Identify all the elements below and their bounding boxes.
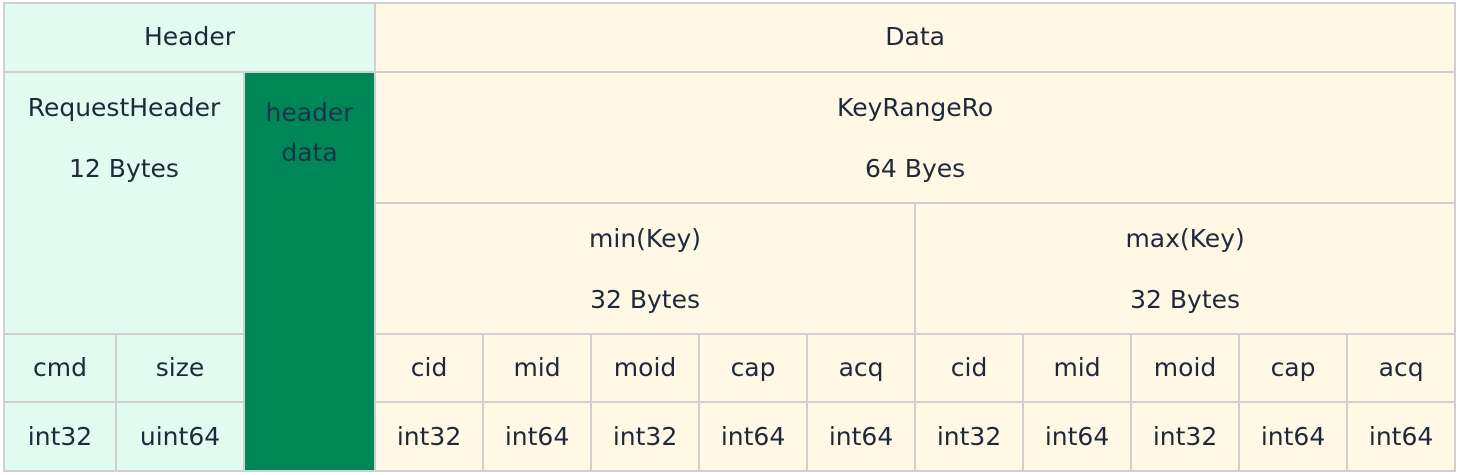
struct-row: RequestHeader 12 Bytes header data KeyRa… (3, 70, 1457, 473)
field-name: acq (806, 332, 917, 404)
field-type: int32 (374, 401, 485, 472)
key-range-size: 64 Byes (865, 153, 966, 183)
field-type: int32 (590, 401, 701, 472)
field-type: int64 (1346, 401, 1457, 472)
max-key-name: max(Key) (1125, 223, 1245, 253)
field-type: int64 (806, 401, 917, 472)
field-name: acq (1346, 332, 1457, 404)
max-key-size: 32 Bytes (1130, 284, 1241, 314)
min-key-size: 32 Bytes (590, 284, 700, 314)
request-header-cell: RequestHeader 12 Bytes (3, 70, 245, 335)
field-type: int32 (3, 401, 117, 472)
field-name: mid (482, 332, 593, 404)
max-key-cell: max(Key) 32 Bytes (914, 201, 1457, 335)
field-name: mid (1022, 332, 1133, 404)
key-range-cell: KeyRangeRo 64 Byes (374, 70, 1457, 204)
field-name: moid (1130, 332, 1241, 404)
data-section-title: Data (374, 2, 1457, 73)
field-name: moid (590, 332, 701, 404)
min-key-name: min(Key) (589, 223, 702, 253)
field-type: int64 (698, 401, 809, 472)
field-name: cap (698, 332, 809, 404)
header-data-label: header data (265, 97, 354, 167)
header-data-block: header data (242, 70, 377, 473)
field-type-row: int32 uint64 int32 int64 int32 int64 int… (3, 401, 1457, 472)
field-name: cap (1238, 332, 1349, 404)
field-name-row: cmd size cid mid moid cap acq cid mid mo… (3, 332, 1457, 404)
field-type: int32 (1130, 401, 1241, 472)
field-name: cid (914, 332, 1025, 404)
field-name: cid (374, 332, 485, 404)
field-type: int32 (914, 401, 1025, 472)
header-section-title: Header (2, 2, 377, 73)
field-name: size (115, 332, 245, 404)
key-row: min(Key) 32 Bytes max(Key) 32 Bytes (4, 201, 1457, 335)
key-range-name: KeyRangeRo (837, 92, 994, 122)
field-type: int64 (1238, 401, 1349, 472)
field-type: uint64 (115, 401, 245, 472)
request-header-size: 12 Bytes (69, 153, 179, 183)
section-row: Header Data (2, 2, 1457, 73)
request-header-name: RequestHeader (27, 92, 221, 122)
min-key-cell: min(Key) 32 Bytes (374, 201, 917, 335)
field-name: cmd (3, 332, 117, 404)
field-type: int64 (1022, 401, 1133, 472)
field-type: int64 (482, 401, 593, 472)
